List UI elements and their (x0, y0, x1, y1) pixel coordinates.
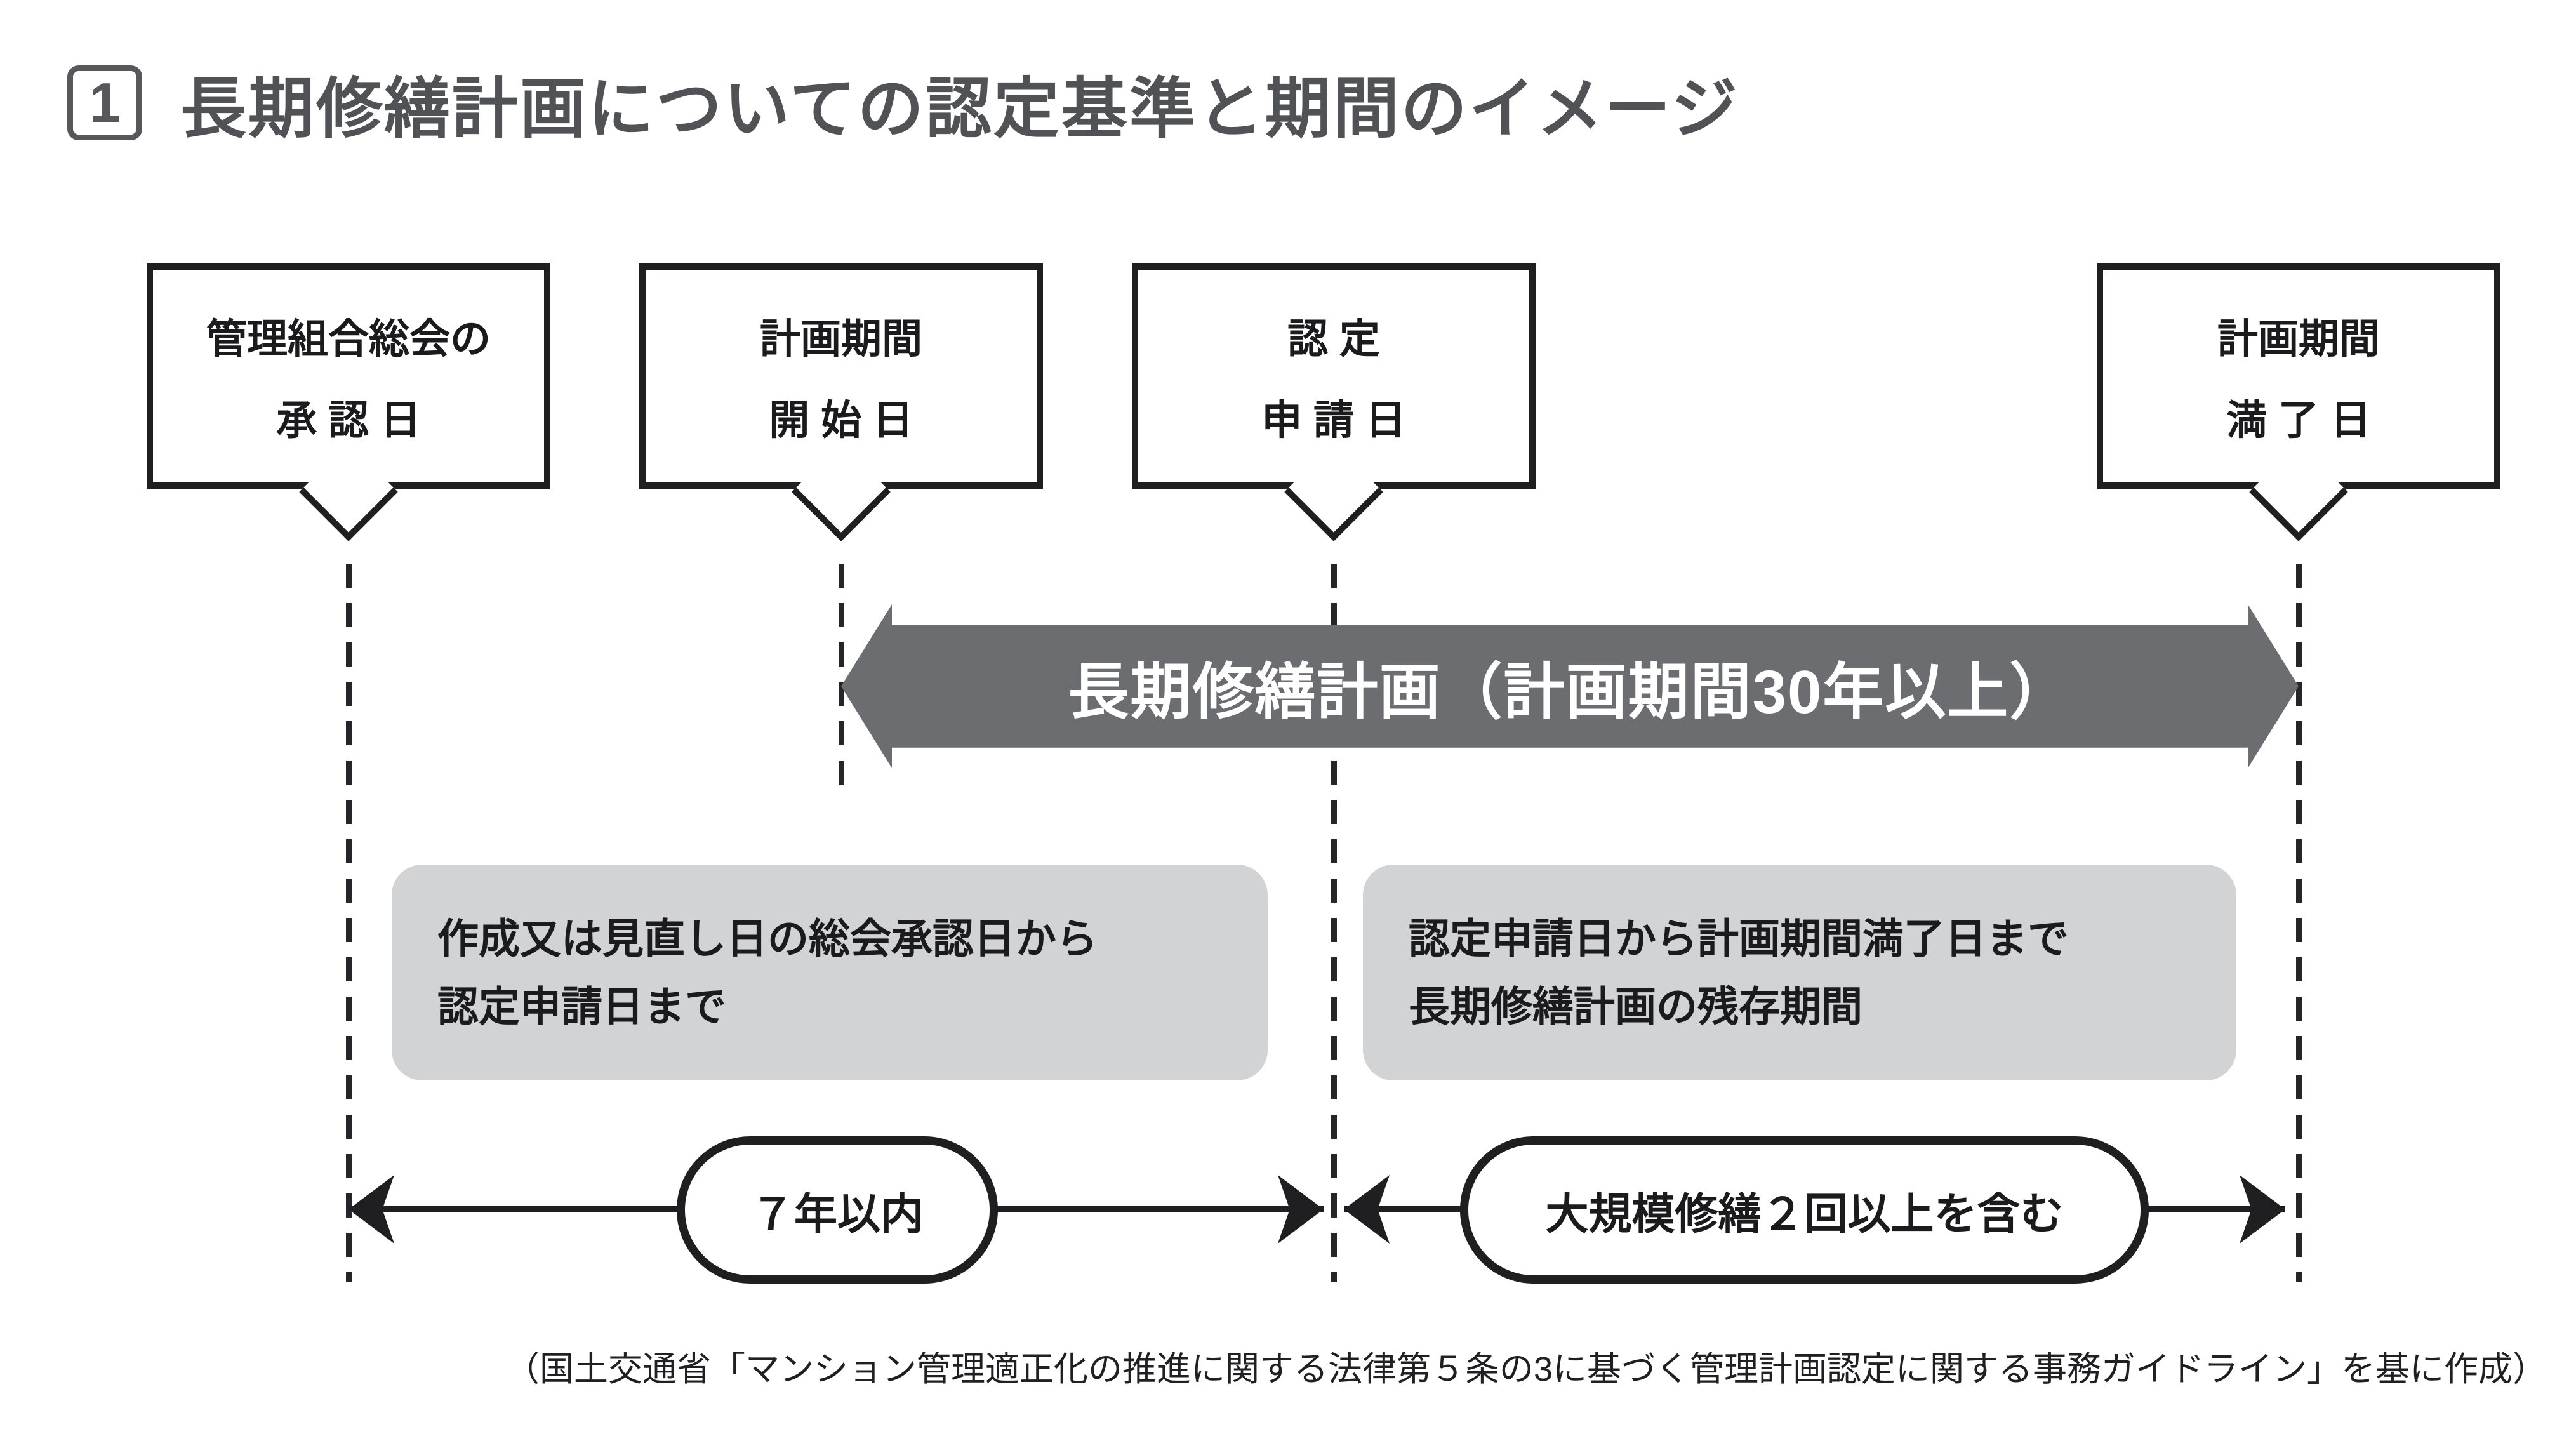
span-label-seven-years: ７年以内 (677, 1136, 998, 1284)
dashed-line-plan-end-date (2296, 564, 2302, 1282)
note-line: 認定申請日まで (437, 983, 727, 1030)
callout-line: 認 定 (1287, 316, 1380, 362)
callout-application-date: 認 定 申 請 日 (1132, 263, 1536, 489)
dashed-line-plan-start-date (839, 564, 844, 800)
dashed-line-application-date (1331, 564, 1337, 1282)
dashed-line-approval-date (346, 564, 352, 1282)
callout-line: 計画期間 (2217, 316, 2380, 362)
note-line: 認定申請日から計画期間満了日まで (1409, 915, 2069, 962)
callout-line: 満 了 日 (2226, 397, 2371, 443)
callout-approval-date: 管理組合総会の 承 認 日 (147, 263, 550, 489)
source-note: （国土交通省「マンション管理適正化の推進に関する法律第５条の3に基づく管理計画認… (505, 1350, 2547, 1388)
long-term-plan-arrow: 長期修繕計画（計画期間30年以上） (841, 604, 2299, 768)
callout-plan-end-date: 計画期間 満 了 日 (2097, 263, 2500, 489)
figure-number: 1 (89, 70, 121, 134)
span-label-text: ７年以内 (750, 1190, 924, 1239)
span-label-major-repairs: 大規模修繕２回以上を含む (1460, 1136, 2149, 1284)
note-line: 作成又は見直し日の総会承認日から (437, 915, 1098, 962)
callout-line: 計画期間 (760, 316, 922, 362)
callout-line: 申 請 日 (1261, 397, 1406, 443)
span-label-text: 大規模修繕２回以上を含む (1545, 1190, 2064, 1239)
figure-title-text: 長期修繕計画についての認定基準と期間のイメージ (180, 72, 1739, 146)
long-term-plan-arrow-label: 長期修繕計画（計画期間30年以上） (1068, 658, 2072, 726)
callout-line: 承 認 日 (276, 397, 421, 443)
note-line: 長期修繕計画の残存期間 (1409, 983, 1863, 1030)
note-box-remaining-period: 認定申請日から計画期間満了日まで 長期修繕計画の残存期間 (1363, 865, 2236, 1080)
note-box-creation-to-application: 作成又は見直し日の総会承認日から 認定申請日まで (392, 865, 1268, 1080)
callout-line: 開 始 日 (769, 397, 913, 443)
callout-line: 管理組合総会の (206, 316, 491, 362)
figure-number-badge: 1 (67, 65, 142, 140)
callout-plan-start-date: 計画期間 開 始 日 (639, 263, 1043, 489)
figure-title: 1 長期修繕計画についての認定基準と期間のイメージ (67, 55, 1739, 150)
